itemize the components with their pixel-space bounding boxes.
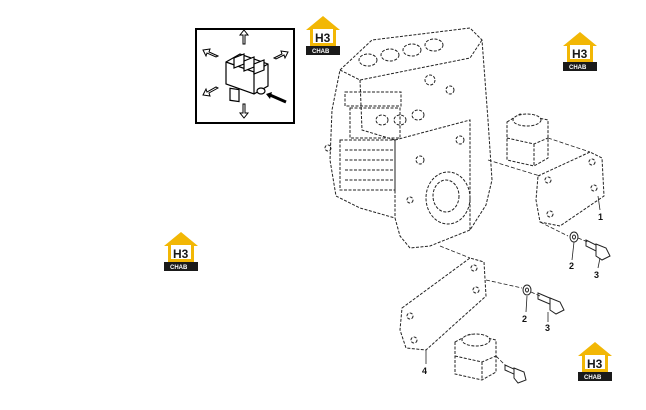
callout-2-upper: 2 bbox=[569, 261, 574, 271]
svg-text:CHAB: CHAB bbox=[312, 49, 330, 55]
callout-3-lower: 3 bbox=[545, 323, 550, 333]
upper-leader-lines bbox=[487, 137, 591, 243]
bolt-upper bbox=[595, 243, 611, 261]
lower-bracket bbox=[399, 257, 487, 351]
lower-mount bbox=[454, 333, 497, 381]
watermark-logo: H3 CHAB bbox=[164, 232, 198, 271]
svg-text:H3: H3 bbox=[173, 247, 189, 261]
svg-text:CHAB: CHAB bbox=[569, 65, 587, 71]
lower-hardware bbox=[504, 284, 565, 384]
callout-2-lower: 2 bbox=[522, 314, 527, 324]
callout-4: 4 bbox=[422, 366, 427, 376]
watermark-logo: H3 CHAB bbox=[578, 342, 612, 381]
engine-block bbox=[324, 27, 493, 249]
bolt-lower bbox=[549, 297, 565, 315]
callout-1: 1 bbox=[598, 212, 603, 222]
svg-text:H3: H3 bbox=[572, 47, 588, 61]
upper-bracket bbox=[535, 151, 605, 227]
lower-leader-lines bbox=[439, 245, 541, 367]
inset-view bbox=[195, 28, 295, 124]
bolt-lower-mount bbox=[513, 367, 527, 384]
callout-lines bbox=[425, 195, 601, 364]
watermark-logo: H3 CHAB bbox=[563, 32, 597, 71]
svg-text:H3: H3 bbox=[587, 357, 603, 371]
upper-mount bbox=[506, 113, 549, 167]
inset-arrows bbox=[202, 29, 289, 119]
upper-hardware bbox=[569, 231, 611, 261]
callout-3-upper: 3 bbox=[594, 270, 599, 280]
inset-module bbox=[225, 53, 269, 103]
watermark-logo: H3 CHAB bbox=[306, 16, 340, 55]
svg-text:H3: H3 bbox=[315, 31, 331, 45]
svg-text:CHAB: CHAB bbox=[584, 375, 602, 381]
inset-pointer-arrow bbox=[269, 93, 287, 104]
svg-text:CHAB: CHAB bbox=[170, 265, 188, 271]
